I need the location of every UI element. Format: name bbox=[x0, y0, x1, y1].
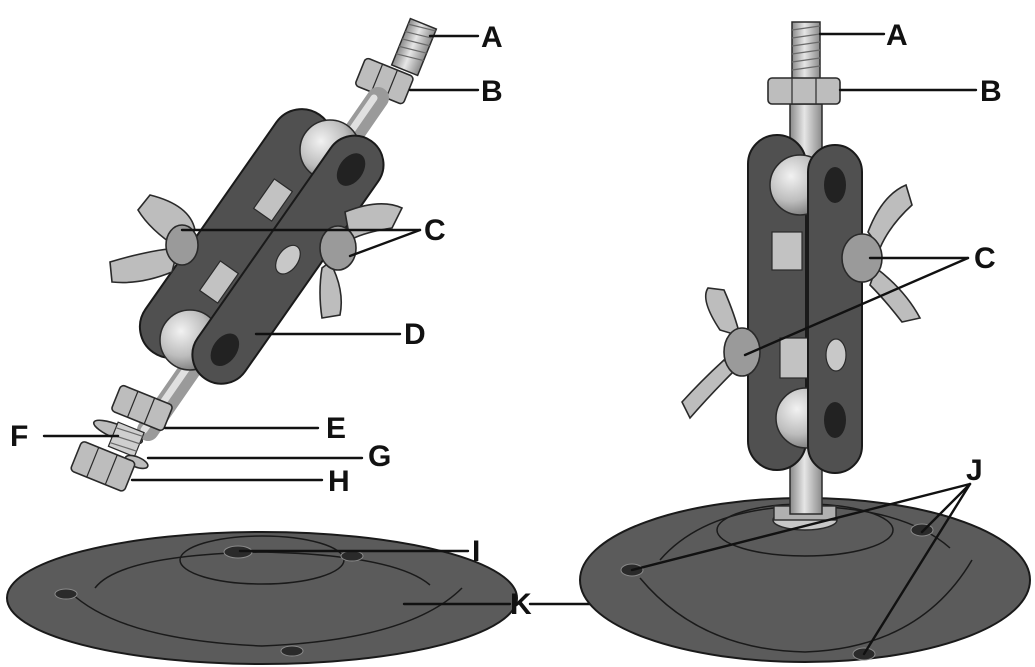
right-back-bar bbox=[747, 134, 807, 471]
left-rod-group bbox=[70, 17, 438, 492]
label-right-A: A bbox=[886, 19, 908, 52]
left-wing-nut-1 bbox=[109, 194, 199, 284]
left-assembly: A B C D E F G H I K bbox=[6, 17, 622, 665]
left-washer-g bbox=[107, 421, 149, 470]
right-threaded-tip bbox=[791, 21, 821, 83]
label-left-I: I bbox=[472, 535, 480, 568]
left-lower-nut bbox=[111, 384, 173, 432]
left-base-plate bbox=[6, 531, 518, 665]
label-left-B: B bbox=[481, 75, 503, 108]
label-left-D: D bbox=[404, 318, 426, 351]
label-left-H: H bbox=[328, 465, 350, 498]
right-wing-nut-2 bbox=[681, 287, 761, 420]
label-K: K bbox=[510, 588, 532, 621]
right-front-bar bbox=[807, 144, 863, 474]
label-left-G: G bbox=[368, 440, 391, 473]
label-left-A: A bbox=[481, 21, 503, 54]
label-left-F: F bbox=[10, 420, 28, 453]
label-left-E: E bbox=[326, 412, 346, 445]
left-front-bar bbox=[191, 134, 385, 385]
left-bolt-lower bbox=[198, 260, 240, 304]
right-assembly: A B C J bbox=[579, 19, 1031, 663]
right-base-plate bbox=[579, 497, 1031, 663]
left-bottom-nut bbox=[70, 441, 136, 492]
label-left-C: C bbox=[424, 214, 446, 247]
label-right-C: C bbox=[974, 242, 996, 275]
label-right-B: B bbox=[980, 75, 1002, 108]
label-right-J: J bbox=[966, 454, 983, 487]
right-top-nut bbox=[767, 77, 841, 105]
left-threaded-tip bbox=[390, 17, 438, 77]
left-bolt-upper bbox=[252, 178, 294, 222]
right-wing-nut-1 bbox=[841, 183, 922, 323]
